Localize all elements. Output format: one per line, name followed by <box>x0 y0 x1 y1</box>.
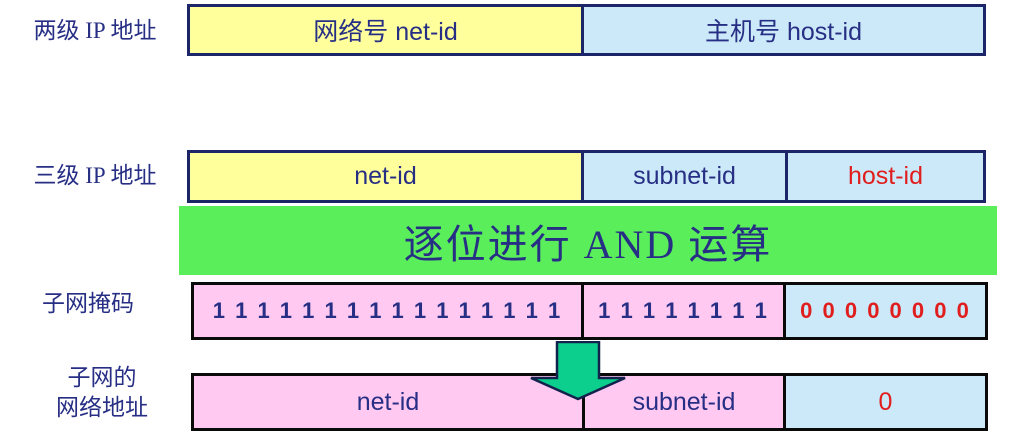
label-subnet-network-address-line1: 子网的 <box>67 365 137 390</box>
two-level-net-id-cell: 网络号 net-id <box>190 7 581 53</box>
subnet-mask-row: 1 1 1 1 1 1 1 1 1 1 1 1 1 1 1 1 1 1 1 1 … <box>191 282 988 340</box>
label-three-level-ip: 三级 IP 地址 <box>33 163 157 188</box>
three-level-net-id-cell: net-id <box>190 153 581 200</box>
result-net-id-cell: net-id <box>194 376 582 428</box>
result-host-zero-cell: 0 <box>783 376 985 428</box>
label-two-level-ip: 两级 IP 地址 <box>33 18 157 43</box>
label-subnet-network-address-line2: 网络地址 <box>56 395 148 420</box>
three-level-host-id-cell: host-id <box>785 153 983 200</box>
label-subnet-mask: 子网掩码 <box>42 291 134 316</box>
down-arrow-icon <box>530 341 626 401</box>
mask-subnet-bits-cell: 1 1 1 1 1 1 1 1 <box>581 285 783 337</box>
label-subnet-network-address: 子网的 网络地址 <box>22 363 182 423</box>
three-level-subnet-id-cell: subnet-id <box>581 153 785 200</box>
network-address-result-row: net-id subnet-id 0 <box>191 373 988 431</box>
three-level-address-row: net-id subnet-id host-id <box>187 150 986 203</box>
two-level-address-row: 网络号 net-id 主机号 host-id <box>187 4 986 56</box>
mask-host-bits-cell: 0 0 0 0 0 0 0 0 <box>783 285 985 337</box>
mask-net-bits-cell: 1 1 1 1 1 1 1 1 1 1 1 1 1 1 1 1 <box>194 285 581 337</box>
and-operation-banner: 逐位进行 AND 运算 <box>179 206 997 275</box>
result-subnet-id-cell: subnet-id <box>582 376 783 428</box>
two-level-host-id-cell: 主机号 host-id <box>581 7 983 53</box>
